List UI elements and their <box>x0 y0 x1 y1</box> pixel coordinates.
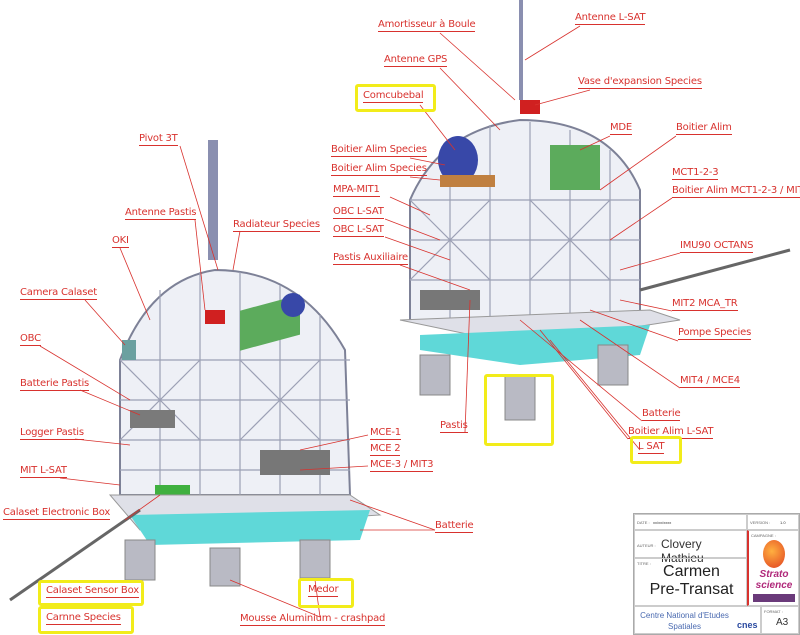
left-gondola <box>9 140 382 602</box>
label-mit2-mca-tr: MIT2 MCA_TR <box>672 298 738 311</box>
organisation-name: Centre National d'Etudes Spatiales <box>640 611 729 631</box>
label-obc-lsat-2: OBC L-SAT <box>333 224 384 237</box>
label-boitier-alim: Boitier Alim <box>676 122 732 135</box>
campaign-label: CAMPAGNE : <box>751 533 776 538</box>
label-mit-lsat: MIT L-SAT <box>20 465 67 478</box>
title-block: DATE : xx/xx/xxxx VERSION : 1.0 AUTEUR :… <box>633 513 800 635</box>
stratoscience-logo: Strato​science <box>755 569 793 591</box>
document-title: Carmen Pre-Transat <box>649 563 734 598</box>
label-obc-lsat-1: OBC L-SAT <box>333 206 384 219</box>
label-batterie-right: Batterie <box>642 408 681 421</box>
label-camera-calaset: Camera Calaset <box>20 287 97 300</box>
label-mit4-mce4: MIT4 / MCE4 <box>680 375 740 388</box>
balloon-logo-icon <box>763 540 785 568</box>
label-mce-1: MCE-1 <box>370 427 401 440</box>
label-pastis: Pastis <box>440 420 468 433</box>
label-calaset-electronic-box: Calaset Electronic Box <box>3 507 111 520</box>
label-boitier-alim-mct: Boitier Alim MCT1-2-3 / MIT4 <box>672 185 800 198</box>
author-label: AUTEUR : <box>637 543 656 548</box>
format-value: A3 <box>776 617 789 628</box>
date-value: xx/xx/xxxx <box>653 520 672 525</box>
label-batterie-left: Batterie <box>435 520 474 533</box>
label-lsat: L SAT <box>638 441 665 454</box>
label-antenne-gps: Antenne GPS <box>384 54 448 67</box>
label-radiateur-species: Radiateur Species <box>233 219 320 232</box>
label-antenne-lsat: Antenne L-SAT <box>575 12 646 25</box>
label-imu90-octans: IMU90 OCTANS <box>680 240 754 253</box>
label-boitier-species-1: Boitier Alim Species <box>331 144 427 157</box>
label-comcubebal: Comcubebal <box>363 90 424 103</box>
version-label: VERSION : <box>750 520 771 525</box>
label-calaset-sensor-box: Calaset Sensor Box <box>46 585 139 598</box>
label-mct1-2-3: MCT1-2-3 <box>672 167 719 180</box>
label-obc: OBC <box>20 333 41 346</box>
highlight-medor <box>298 578 354 608</box>
right-gondola <box>399 0 791 421</box>
label-oki: OKI <box>112 235 129 248</box>
title-label: TITRE : <box>637 561 651 566</box>
label-mde: MDE <box>610 122 633 135</box>
label-boitier-species-2: Boitier Alim Species <box>331 163 427 176</box>
label-pompe-species: Pompe Species <box>678 327 752 340</box>
label-carnne-species: Carnne Species <box>46 612 121 625</box>
highlight-carnne-species <box>38 606 134 634</box>
label-antenne-pastis: Antenne Pastis <box>125 207 197 220</box>
label-vase-expansion: Vase d'expansion Species <box>578 76 702 89</box>
right-mast <box>519 0 523 100</box>
left-mast <box>208 140 218 260</box>
label-medor: Medor <box>308 584 339 597</box>
label-batterie-pastis: Batterie Pastis <box>20 378 90 391</box>
label-amortisseur: Amortisseur à Boule <box>378 19 476 32</box>
label-pivot-3t: Pivot 3T <box>139 133 178 146</box>
highlight-comcubebal <box>355 84 436 112</box>
version-value: 1.0 <box>780 520 786 525</box>
label-mpa-mit1: MPA-MIT1 <box>333 184 380 197</box>
highlight-lsat-pillar <box>484 374 554 446</box>
label-mce-3-mit3: MCE-3 / MIT3 <box>370 459 434 472</box>
label-mousse-aluminium: Mousse Aluminium - crashpad <box>240 613 386 626</box>
date-label: DATE : <box>637 520 650 525</box>
label-pastis-auxiliaire: Pastis Auxiliaire <box>333 252 408 265</box>
highlight-lsat <box>630 436 682 464</box>
highlight-sensor-box <box>38 580 144 606</box>
cnes-logo: cnes <box>737 620 758 630</box>
label-logger-pastis: Logger Pastis <box>20 427 84 440</box>
format-label: FORMAT : <box>764 609 783 614</box>
leader-lines <box>39 25 681 618</box>
label-mce-2: MCE 2 <box>370 443 401 456</box>
